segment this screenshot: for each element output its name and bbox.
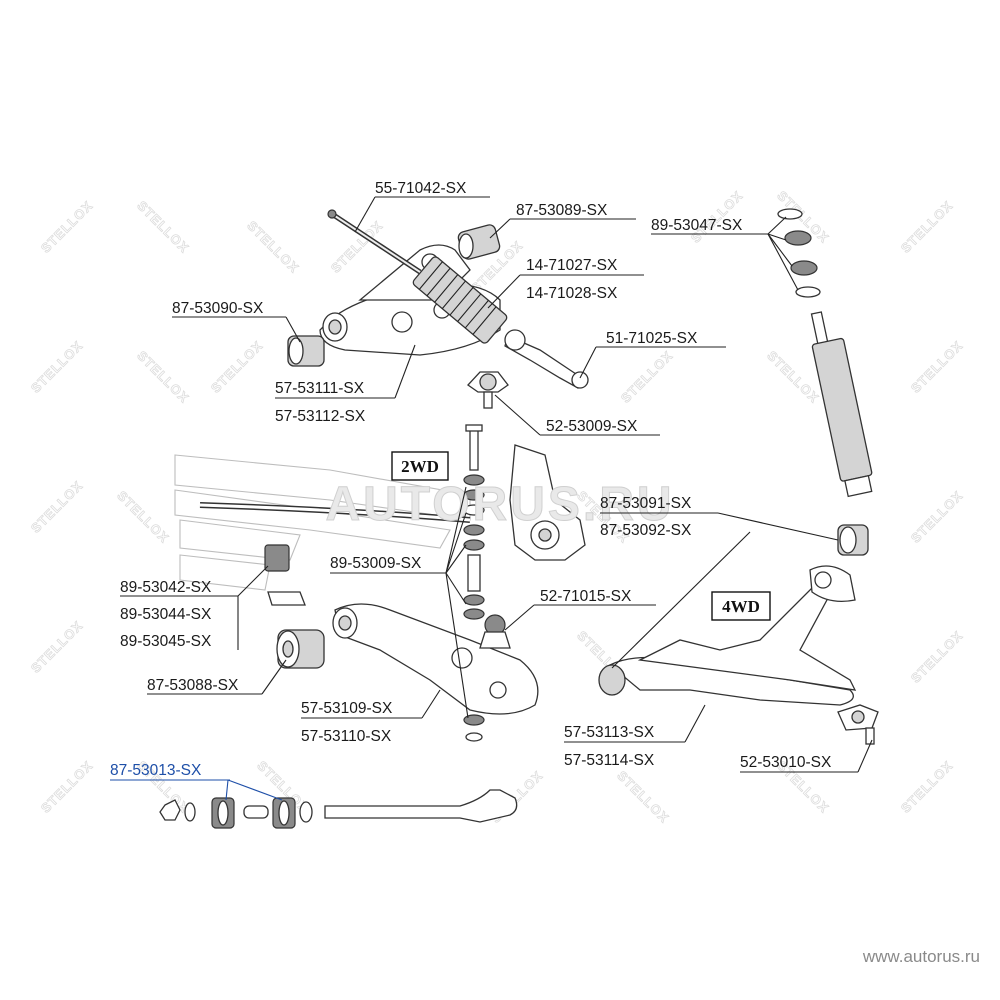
outer-tie-rod xyxy=(504,329,589,389)
lower-ball-joint-4wd xyxy=(837,704,879,745)
label-4wd-box: 4WD xyxy=(711,591,771,621)
svg-text:87-53092-SX: 87-53092-SX xyxy=(600,522,692,539)
svg-text:55-71042-SX: 55-71042-SX xyxy=(375,180,467,197)
steering-knuckle xyxy=(509,444,586,561)
svg-text:52-53009-SX: 52-53009-SX xyxy=(546,418,638,435)
brand-watermark: STELLOX xyxy=(134,198,192,256)
brand-watermark: STELLOX xyxy=(908,628,966,686)
callout-87-53090[interactable]: 87-53090-SX xyxy=(172,300,301,343)
svg-text:57-53109-SX: 57-53109-SX xyxy=(301,700,393,717)
brand-watermark: STELLOX xyxy=(328,218,386,276)
brand-watermark: STELLOX xyxy=(898,758,956,816)
svg-text:87-53090-SX: 87-53090-SX xyxy=(172,300,264,317)
callout-55-71042[interactable]: 55-71042-SX xyxy=(354,180,490,233)
callout-89-53009[interactable]: 89-53009-SX xyxy=(330,486,469,719)
brand-watermark: STELLOX xyxy=(908,488,966,546)
label-4wd: 4WD xyxy=(722,597,760,616)
shock-mount-washers xyxy=(777,208,821,298)
callout-89-53042[interactable]: 89-53042-SX 89-53044-SX 89-53045-SX xyxy=(120,565,269,650)
brand-watermark: STELLOX xyxy=(114,488,172,546)
svg-text:14-71028-SX: 14-71028-SX xyxy=(526,285,618,302)
callout-57-53111[interactable]: 57-53111-SX 57-53112-SX xyxy=(275,344,416,425)
brand-watermark: STELLOX xyxy=(898,198,956,256)
stabilizer-bar xyxy=(199,502,471,523)
svg-text:57-53110-SX: 57-53110-SX xyxy=(301,728,392,745)
callout-51-71025[interactable]: 51-71025-SX xyxy=(579,330,726,379)
svg-text:57-53111-SX: 57-53111-SX xyxy=(275,380,365,397)
lower-ball-joint-2wd xyxy=(479,614,511,649)
callout-14-71027[interactable]: 14-71027-SX 14-71028-SX xyxy=(487,257,644,309)
brand-watermark: STELLOX xyxy=(764,348,822,406)
callout-87-53013-highlighted[interactable]: 87-53013-SX xyxy=(110,762,283,801)
callout-57-53113[interactable]: 57-53113-SX 57-53114-SX xyxy=(564,704,706,769)
steering-rack-boot xyxy=(412,256,508,344)
label-2wd: 2WD xyxy=(401,457,439,476)
footer-url: www.autorus.ru xyxy=(862,947,980,966)
svg-text:57-53113-SX: 57-53113-SX xyxy=(564,724,655,741)
brand-watermark: STELLOX xyxy=(244,218,302,276)
upper-ball-joint xyxy=(467,371,509,409)
lower-control-arm-4wd xyxy=(598,565,857,706)
shock-absorber xyxy=(810,311,873,498)
callout-87-53089[interactable]: 87-53089-SX xyxy=(489,202,636,239)
svg-text:14-71027-SX: 14-71027-SX xyxy=(526,257,618,274)
callout-87-53091[interactable]: 87-53091-SX 87-53092-SX xyxy=(600,495,839,669)
stabilizer-bushing xyxy=(264,544,306,606)
bushing-87-53089 xyxy=(457,224,501,260)
svg-text:89-53044-SX: 89-53044-SX xyxy=(120,606,212,623)
callout-52-71015[interactable]: 52-71015-SX xyxy=(504,588,656,631)
label-2wd-box: 2WD xyxy=(391,451,449,481)
brand-watermark: STELLOX xyxy=(28,478,86,536)
bushing-87-53090 xyxy=(287,335,325,367)
brand-watermark: STELLOX xyxy=(908,338,966,396)
svg-text:52-71015-SX: 52-71015-SX xyxy=(540,588,632,605)
svg-text:89-53047-SX: 89-53047-SX xyxy=(651,217,743,234)
strut-rod-assembly xyxy=(159,789,518,829)
svg-text:89-53045-SX: 89-53045-SX xyxy=(120,633,212,650)
bushing-87-53091 xyxy=(837,524,869,556)
brand-watermark: STELLOX xyxy=(134,348,192,406)
inner-tie-rod xyxy=(327,209,422,275)
brand-watermark: STELLOX xyxy=(38,198,96,256)
brand-watermark: STELLOX xyxy=(38,758,96,816)
callout-89-53047[interactable]: 89-53047-SX xyxy=(651,216,799,291)
callout-52-53010[interactable]: 52-53010-SX xyxy=(740,739,873,773)
svg-text:89-53009-SX: 89-53009-SX xyxy=(330,555,422,572)
brand-watermark: STELLOX xyxy=(618,348,676,406)
brand-watermark: STELLOX xyxy=(208,338,266,396)
lower-control-arm-2wd xyxy=(332,603,539,715)
svg-text:57-53112-SX: 57-53112-SX xyxy=(275,408,366,425)
brand-watermark: STELLOX xyxy=(28,618,86,676)
callout-87-53088[interactable]: 87-53088-SX xyxy=(147,659,287,695)
svg-text:51-71025-SX: 51-71025-SX xyxy=(606,330,698,347)
bushing-87-53088 xyxy=(276,629,325,669)
callout-52-53009[interactable]: 52-53009-SX xyxy=(494,394,660,436)
svg-text:87-53091-SX: 87-53091-SX xyxy=(600,495,692,512)
brand-watermark: STELLOX xyxy=(614,768,672,826)
brand-watermark: STELLOX xyxy=(28,338,86,396)
svg-text:89-53042-SX: 89-53042-SX xyxy=(120,579,212,596)
stabilizer-link-stack xyxy=(463,424,485,742)
svg-text:57-53114-SX: 57-53114-SX xyxy=(564,752,655,769)
svg-text:52-53010-SX: 52-53010-SX xyxy=(740,754,832,771)
svg-text:87-53013-SX: 87-53013-SX xyxy=(110,762,202,779)
callout-57-53109[interactable]: 57-53109-SX 57-53110-SX xyxy=(301,689,441,745)
svg-text:87-53088-SX: 87-53088-SX xyxy=(147,677,239,694)
center-watermark: AUTORUS.RU xyxy=(325,478,674,531)
svg-text:87-53089-SX: 87-53089-SX xyxy=(516,202,608,219)
